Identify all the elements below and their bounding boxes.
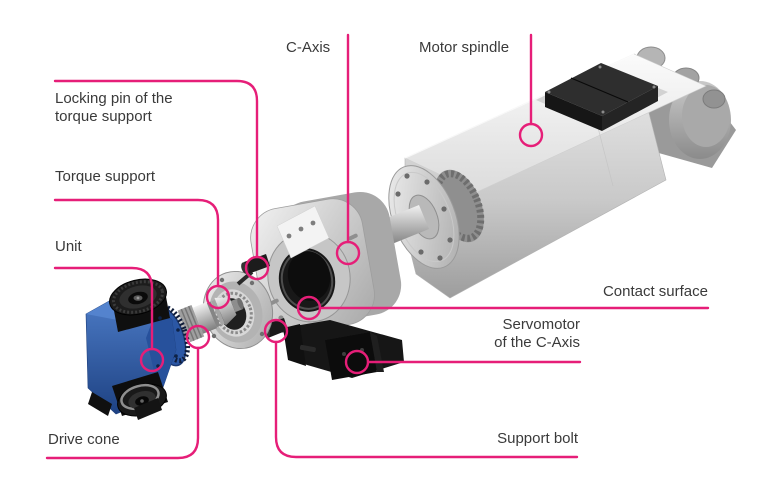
label-unit: Unit <box>55 238 82 255</box>
motor-spindle-illustration <box>373 46 736 299</box>
label-locking-pin: Locking pin of the torque support <box>55 90 173 125</box>
callout-line-unit <box>53 266 154 351</box>
label-contact-surface: Contact surface <box>602 283 708 300</box>
label-motor-spindle: Motor spindle <box>419 39 510 56</box>
callout-line-torque-support <box>53 198 220 288</box>
label-c-axis: C-Axis <box>286 39 331 56</box>
callout-line-locking-pin <box>53 79 259 259</box>
servomotor-illustration <box>283 320 404 380</box>
callout-ring-torque-support <box>205 284 231 310</box>
callout-lines <box>45 33 710 460</box>
callout-ring-locking-pin <box>244 255 270 281</box>
callout-ring-motor-spindle <box>518 122 544 148</box>
callout-line-support-bolt <box>274 340 579 459</box>
callout-ring-c-axis <box>335 240 361 266</box>
c-axis-housing-illustration <box>250 191 402 335</box>
label-support-bolt: Support bolt <box>497 430 578 447</box>
label-drive-cone: Drive cone <box>48 431 120 448</box>
label-torque-support: Torque support <box>55 168 156 185</box>
label-servomotor: Servomotor of the C-Axis <box>494 316 580 351</box>
callout-line-drive-cone <box>45 346 200 460</box>
callout-ring-unit <box>139 347 165 373</box>
unit-illustration <box>85 278 191 420</box>
